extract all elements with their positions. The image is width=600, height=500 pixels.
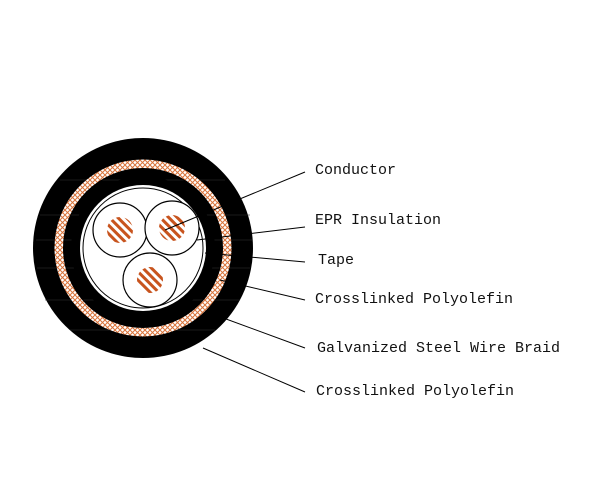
core-2 <box>144 200 200 256</box>
leader-inner-sheath <box>219 279 306 301</box>
label-conductor: Conductor <box>315 162 397 179</box>
tape-line <box>82 187 204 309</box>
leader-outer-sheath <box>202 347 306 393</box>
leader-epr <box>196 226 306 241</box>
label-outer-sheath: Crosslinked Polyolefin <box>316 383 515 400</box>
inner-sheath <box>63 168 223 328</box>
core-1 <box>92 202 148 258</box>
core-3 <box>122 252 178 308</box>
leader-lines <box>164 171 306 393</box>
leader-braid <box>206 311 306 349</box>
steel-wire-braid <box>54 159 232 337</box>
label-epr-insulation: EPR Insulation <box>315 212 442 229</box>
label-inner-sheath: Crosslinked Polyolefin <box>315 291 514 308</box>
label-tape: Tape <box>318 252 355 269</box>
leader-conductor <box>164 171 306 231</box>
leader-tape <box>204 252 306 263</box>
label-braid: Galvanized Steel Wire Braid <box>317 340 561 357</box>
